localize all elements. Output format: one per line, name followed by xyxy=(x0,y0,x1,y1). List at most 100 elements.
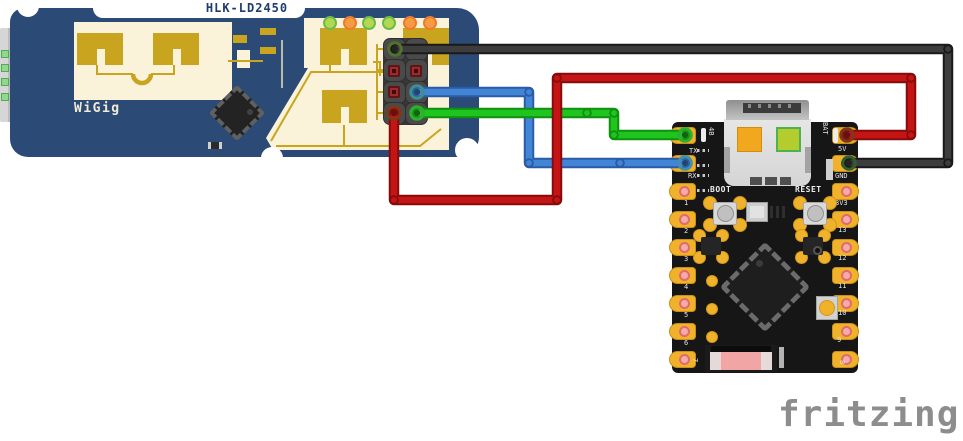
via-dot xyxy=(706,275,718,287)
mcu-pin-label-10: 10 xyxy=(838,309,847,317)
smd-slots xyxy=(770,206,786,218)
mcu-pin-label-5v: 5V xyxy=(838,145,847,153)
header-pin-hole[interactable] xyxy=(409,107,423,120)
header-pin-socket-center xyxy=(392,90,396,94)
mcu-pin-label-6: 6 xyxy=(684,339,689,347)
edge-connector-pin xyxy=(1,50,9,58)
bottom-led-glow xyxy=(710,352,772,370)
mcu-pad-left-hole xyxy=(678,269,690,281)
component-body xyxy=(701,237,721,255)
mcu-pad-right-hole xyxy=(840,157,852,169)
bottom-led-cap xyxy=(710,352,721,370)
board-bite xyxy=(261,147,283,169)
usb-bottom-contacts xyxy=(750,177,791,185)
sensor-title: HLK-LD2450 xyxy=(205,1,289,15)
bottom-led-cap xyxy=(761,352,772,370)
boot-button-cap[interactable] xyxy=(716,205,734,222)
mcu-pad-left-hole xyxy=(678,297,690,309)
board-top-notch xyxy=(93,0,305,18)
fritzing-watermark: fritzing xyxy=(778,394,960,435)
silk-bar xyxy=(779,347,784,368)
antenna-patch-slot xyxy=(173,49,181,65)
board-bite xyxy=(17,0,39,17)
antenna-patch-slot xyxy=(97,49,105,65)
mcu-pin-label-7: 7 xyxy=(691,358,699,363)
mcu-pad-right-hole xyxy=(840,213,852,225)
mcu-pad-left-hole xyxy=(678,129,690,141)
silk-dashes xyxy=(697,164,709,167)
mcu-pad-right-hole xyxy=(840,241,852,253)
mcu-pad-left-hole xyxy=(678,213,690,225)
mcu-pad-left-hole xyxy=(678,241,690,253)
status-led-orange xyxy=(403,16,417,30)
mcu-pad-left-hole xyxy=(678,325,690,337)
mcu-pin-label-8: 8 xyxy=(838,360,846,365)
edge-connector-pin xyxy=(1,64,9,72)
mcu-pad-right-hole xyxy=(840,269,852,281)
mcu-chip-dot xyxy=(756,260,763,267)
radar-chip-dot xyxy=(247,109,253,115)
usb-shield-ticks xyxy=(748,104,796,108)
status-led-orange xyxy=(343,16,357,30)
smd-pad xyxy=(260,28,276,35)
bottom-led-bar xyxy=(711,346,771,352)
silk-dashes xyxy=(697,149,709,152)
mcu-pin-label-13: 13 xyxy=(838,226,847,234)
via-dot xyxy=(706,303,718,315)
pcb-cream-strip xyxy=(237,50,250,68)
status-led-green xyxy=(323,16,337,30)
header-pin-socket-center xyxy=(392,68,396,73)
mcu-pin-label-11: 11 xyxy=(838,282,847,290)
antenna-patch-slot xyxy=(341,107,349,123)
mcu-pad-left-hole xyxy=(678,185,690,197)
header-pin-hole[interactable] xyxy=(387,42,401,56)
mcu-pin-label-rx: RX xyxy=(688,172,697,180)
boot-button-label: BOOT xyxy=(710,185,732,194)
mcu-pin-label-2: 2 xyxy=(684,227,689,235)
mcu-pad-right-hole xyxy=(840,353,852,365)
header-pin-hole[interactable] xyxy=(387,107,401,120)
mcu-pad-right-hole xyxy=(840,185,852,197)
pin1-marker-bar xyxy=(701,128,706,142)
mcu-pin-label-12: 12 xyxy=(838,254,847,262)
smd-pad xyxy=(233,35,247,43)
usb-side-tab xyxy=(724,147,730,173)
status-led-orange xyxy=(423,16,437,30)
reset-button-cap[interactable] xyxy=(806,205,824,222)
mcu-pad-right-hole xyxy=(840,129,852,141)
io-led-dot xyxy=(819,300,835,316)
status-led-green xyxy=(382,16,396,30)
edge-connector-pin xyxy=(1,93,9,101)
mcu-pin-label-4b: 4B xyxy=(707,127,715,136)
user-led xyxy=(776,127,801,152)
crystal-top xyxy=(750,206,764,218)
edge-connector-pin xyxy=(1,78,9,86)
status-led-green xyxy=(362,16,376,30)
reset-button-label: RESET xyxy=(795,185,822,194)
silk-bar xyxy=(826,159,833,180)
silk-dashes xyxy=(697,174,709,177)
sensor-edge-connector-shadow xyxy=(8,28,11,122)
mcu-pad-left-hole xyxy=(678,353,690,365)
smd-resistor-body xyxy=(211,142,219,149)
mcu-pin-label-gnd: GND xyxy=(835,172,848,180)
mcu-pin-label-9: 9 xyxy=(837,336,842,344)
silk-dashes xyxy=(697,189,709,192)
component-hole xyxy=(813,246,822,255)
mcu-pin-label-1: 1 xyxy=(684,199,689,207)
header-cell xyxy=(404,37,428,61)
smd-pad xyxy=(260,47,276,54)
mcu-pad-left-hole xyxy=(678,157,690,169)
mcu-pin-label-4: 4 xyxy=(684,283,689,291)
mcu-pin-label-3: 3 xyxy=(684,255,689,263)
antenna-patch-slot xyxy=(341,49,349,65)
header-pin-socket-center xyxy=(414,68,418,73)
bat-marker-bar xyxy=(833,128,838,143)
mcu-pad-right-hole xyxy=(840,297,852,309)
mcu-pin-label-bat: BAT xyxy=(821,122,829,135)
header-pin-hole[interactable] xyxy=(409,85,423,99)
via-dot xyxy=(706,331,718,343)
usb-side-tab xyxy=(805,147,811,173)
mcu-pin-label-5: 5 xyxy=(684,311,689,319)
